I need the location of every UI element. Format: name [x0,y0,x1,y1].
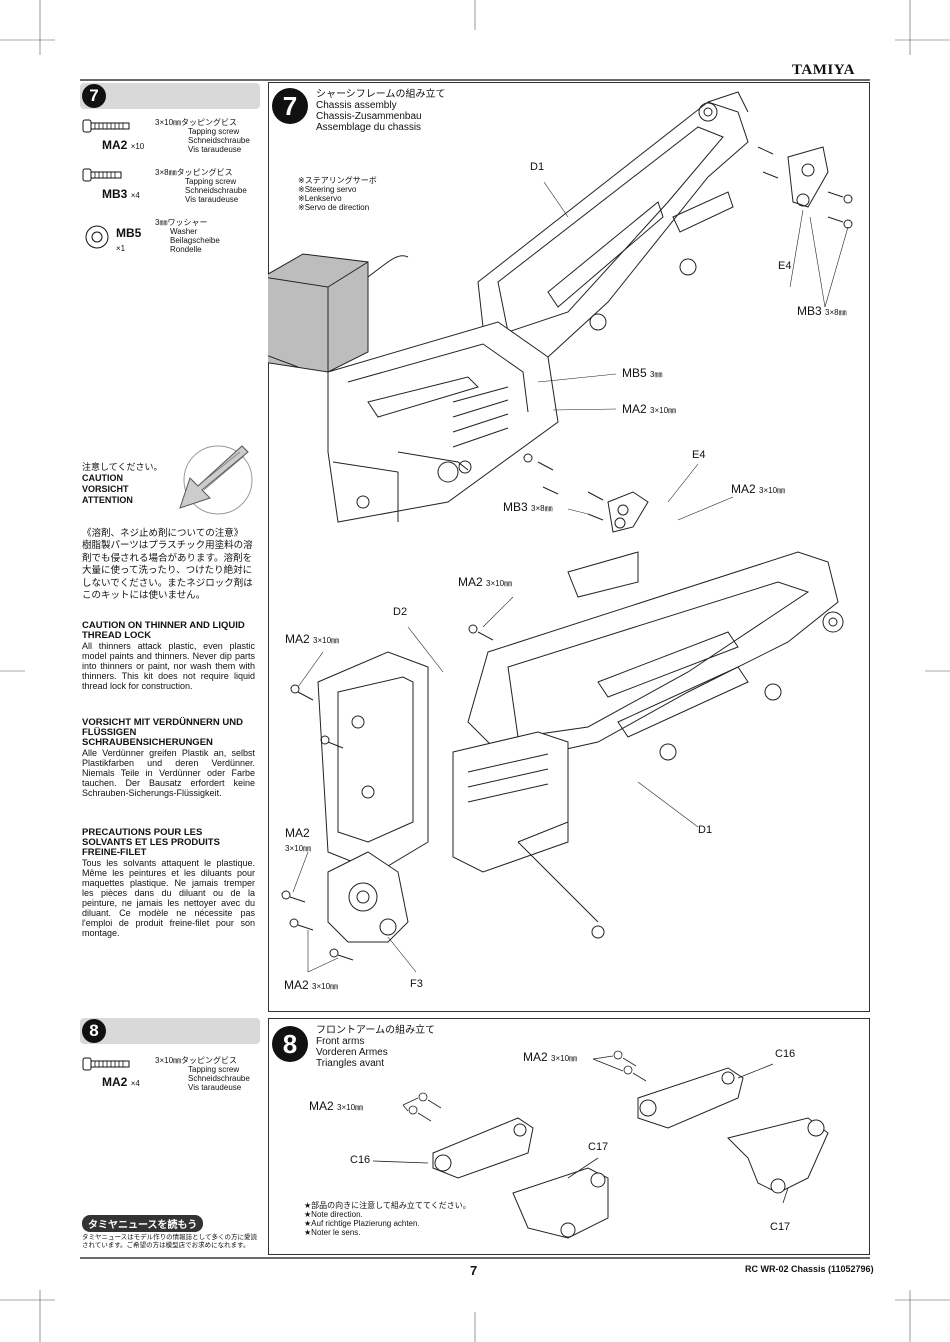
part-desc-mb5: 3㎜ワッシャー Washer Beilagscheibe Rondelle [155,218,220,254]
part-code-ma2-step8: MA2 ×4 [102,1075,140,1089]
label-ma2-a: MA2 3×10㎜ [622,402,677,416]
footer-code: RC WR-02 Chassis (11052796) [745,1264,874,1274]
label-d1-bottom: D1 [698,824,713,836]
part-code-ma2: MA2 ×10 [102,138,145,152]
label-e4-mid: E4 [692,449,706,461]
label-c17-left: C17 [588,1141,609,1153]
label-c17-right: C17 [770,1221,791,1233]
label-f3: F3 [410,978,423,990]
label-c16-right: C16 [775,1048,796,1060]
part-desc-ma2-step8: 3×10㎜タッピングビス Tapping screw Schneidschrau… [155,1056,250,1092]
part-desc-ma2: 3×10㎜タッピングビス Tapping screw Schneidschrau… [155,118,250,154]
step8-frame [268,1018,870,1255]
step7-title: シャーシフレームの組み立て Chassis assembly Chassis-Z… [316,89,446,133]
step7-header-bar: 7 [80,83,260,109]
label-ma2-c: MA2 3×10㎜ [458,575,513,589]
label-d1-top: D1 [530,161,545,173]
label-ma2-b: MA2 3×10㎜ [731,482,786,496]
brand-logo: TAMIYA [792,62,856,78]
label-ma2-d: MA2 3×10㎜ [285,632,340,646]
step7-big-badge: 7 [272,88,308,124]
caution-de: VORSICHT MIT VERDÜNNERN UND FLÜSSIGEN SC… [82,717,255,799]
label-c16-left: C16 [350,1154,371,1166]
page-number: 7 [470,1263,478,1278]
label-mb5: MB5 3㎜ [622,366,663,380]
tamiya-news-badge: タミヤニュースを読もう [82,1215,204,1232]
step8-title: フロントアームの組み立て Front arms Vorderen Armes T… [316,1025,436,1069]
step8-big-badge: 8 [272,1026,308,1062]
caution-fr: PRECAUTIONS POUR LES SOLVANTS ET LES PRO… [82,827,255,939]
label-e4-top: E4 [778,260,792,272]
tamiya-news-text: タミヤニュースはモデル作りの情報誌として多くの方に愛読されています。ご希望の方は… [82,1234,257,1249]
front-arms-drawing [372,1050,829,1239]
label-step8-ma2-a: MA2 3×10㎜ [523,1050,578,1064]
chassis-assembly-drawing [268,91,853,973]
label-d2: D2 [393,606,408,618]
part-desc-mb3: 3×8㎜タッピングビス Tapping screw Schneidschraub… [155,168,247,204]
label-mb3-top: MB3 3×8㎜ [797,304,847,318]
part-code-mb5: MB5×1 [116,226,142,253]
step8-header-bar: 8 [80,1018,260,1044]
washer-icon [85,225,109,249]
step8-number-badge: 8 [82,1019,106,1043]
step7-frame [268,82,870,1012]
screw-icon [82,119,130,133]
step7-number-badge: 7 [82,84,106,108]
label-mb3-mid: MB3 3×8㎜ [503,500,553,514]
screw-icon [82,168,122,182]
caution-header: 注意してください。 CAUTION VORSICHT ATTENTION [82,462,163,505]
label-ma2-f: MA2 3×10㎜ [284,978,339,992]
caution-arrow-icon [179,445,253,515]
caution-jp: 《溶剤、ネジ止め剤についての注意》 樹脂製パーツはプラスチック用塗料の溶剤でも侵… [82,528,253,602]
direction-note: ★部品の向きに注意して組み立ててください。 ★Note direction. ★… [304,1201,471,1237]
label-step8-ma2-b: MA2 3×10㎜ [309,1099,364,1113]
servo-note: ※ステアリングサーボ ※Steering servo ※Lenkservo ※S… [298,176,377,212]
caution-en: CAUTION ON THINNER AND LIQUID THREAD LOC… [82,620,255,692]
part-code-mb3: MB3 ×4 [102,187,140,201]
screw-icon [82,1057,130,1071]
